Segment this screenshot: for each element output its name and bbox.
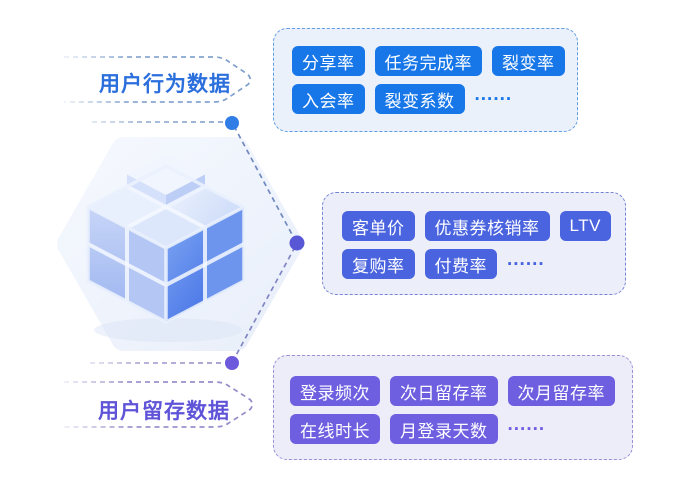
metric-row: 在线时长月登录天数...... [290,414,618,444]
metric-chip: 在线时长 [290,414,380,444]
metric-chip: 月登录天数 [390,414,498,444]
metric-chip: 分享率 [292,46,365,76]
metric-chip: 次日留存率 [390,376,498,406]
metric-row: 登录频次次日留存率次月留存率 [290,376,618,406]
retention-metrics-box: 登录频次次日留存率次月留存率在线时长月登录天数...... [273,355,633,460]
metric-chip: 次月留存率 [507,376,615,406]
connector-dot-bottom [225,356,239,370]
metric-row: 客单价优惠券核销率 LTV [342,211,611,241]
metric-chip: 登录频次 [290,376,380,406]
metric-chip: 付费率 [424,249,497,279]
metric-chip: 入会率 [292,84,365,114]
behavior-label-outline [64,56,252,103]
metric-row: 入会率裂变系数...... [292,84,563,114]
more-dots: ...... [507,249,545,270]
retention-label-outline [64,381,254,428]
behavior-data-label: 用户行为数据 [99,73,231,96]
metric-chip: 复购率 [342,249,415,279]
metric-chip: 裂变率 [492,46,565,76]
metric-chip: 优惠券核销率 [424,211,550,241]
revenue-metrics-box: 客单价优惠券核销率 LTV 复购率付费率...... [322,192,626,295]
metric-chip: 裂变系数 [374,84,465,114]
glass-cube-illustration [86,154,246,342]
more-dots: ...... [507,414,546,435]
connector-dot-top [225,116,239,130]
metric-chip: 客单价 [342,211,415,241]
behavior-metrics-box: 分享率任务完成率裂变率入会率裂变系数...... [273,28,578,132]
metric-row: 分享率任务完成率裂变率 [292,46,565,76]
retention-data-label: 用户留存数据 [98,400,230,423]
connector-lines [90,121,296,364]
metric-row: 复购率付费率...... [342,249,611,279]
metric-chip: LTV [559,211,611,241]
connector-dot-middle [289,235,305,251]
more-dots: ...... [474,84,513,105]
metric-chip: 任务完成率 [374,46,482,76]
